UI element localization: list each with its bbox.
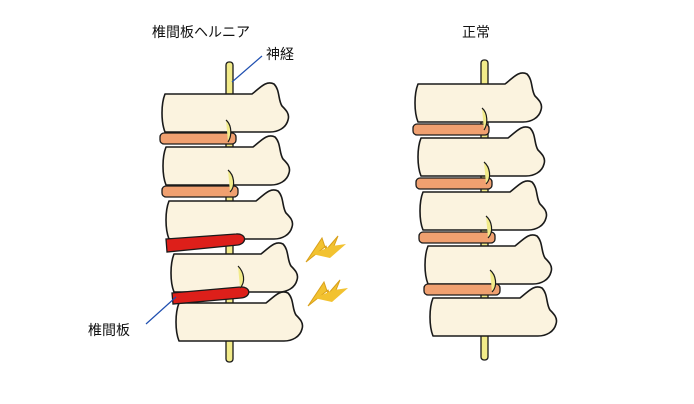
disc-normal	[161, 185, 239, 198]
disc-normal	[159, 132, 237, 145]
disc-normal	[423, 283, 501, 296]
disc-label: 椎間板	[88, 323, 130, 339]
disc-normal	[415, 177, 493, 190]
hernia-spine	[145, 55, 348, 363]
disc-herniated	[165, 233, 246, 253]
pain-lightning-icon	[305, 235, 346, 263]
vertebra	[161, 82, 290, 133]
pain-lightning-icon	[307, 279, 348, 307]
nerve-label: 神経	[266, 47, 294, 63]
normal-spine	[412, 59, 558, 361]
disc-normal	[418, 231, 496, 244]
hernia-title: 椎間板ヘルニア	[152, 25, 250, 41]
nerve-leader-line	[231, 55, 263, 83]
normal-title: 正常	[462, 25, 490, 41]
disc-leader-line	[145, 296, 177, 325]
vertebra	[414, 72, 543, 123]
disc-normal	[412, 123, 490, 136]
